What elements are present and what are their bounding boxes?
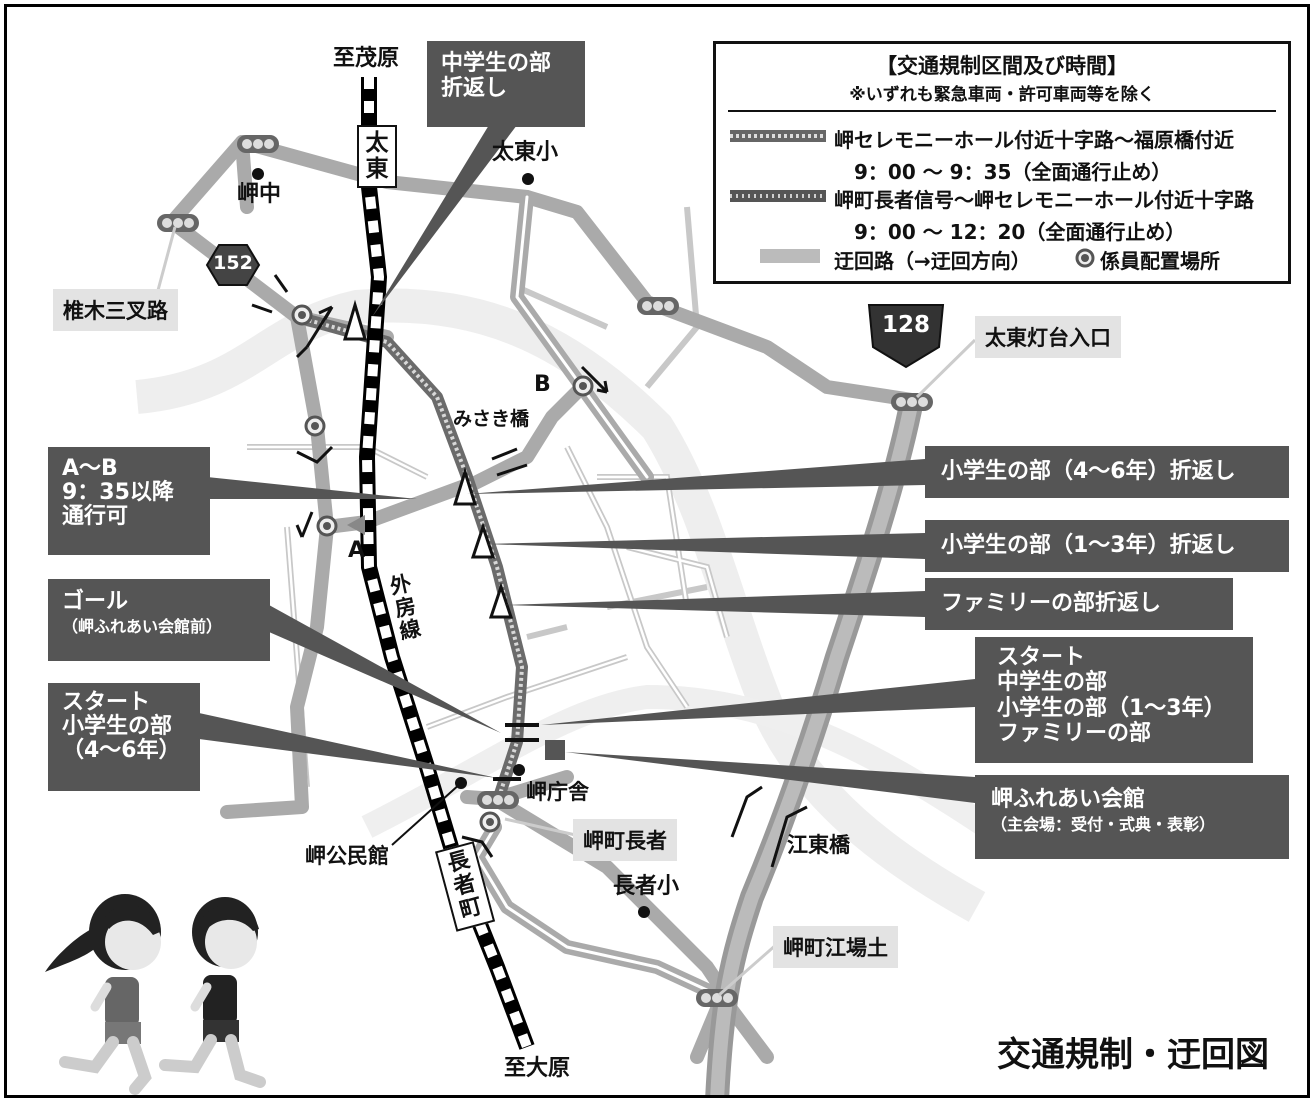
start-goal-lines <box>493 723 539 781</box>
route-152-shield <box>205 244 261 286</box>
elementary-46-turnaround-callout: 小学生の部（4〜6年）折返し <box>925 446 1289 498</box>
misaki-bridge-label: みさき橋 <box>453 408 530 430</box>
traffic-signals <box>157 135 933 1007</box>
legend-row2-time: 9：00 〜 12：20（全面通行止め） <box>854 220 1186 244</box>
mobara-label: 至茂原 <box>333 46 400 71</box>
start-main-callout: スタート 中学生の部 小学生の部（1〜3年） ファミリーの部 <box>975 637 1253 763</box>
ab-passable-callout: A〜B 9：35以降 通行可 <box>48 447 210 555</box>
callout-line: 小学生の部 <box>62 714 173 740</box>
traffic-regulation-legend: 【交通規制区間及び時間】 ※いずれも緊急車両・許可車両等を除く 岬セレモニーホー… <box>713 41 1291 284</box>
callout-line: ゴール <box>62 589 129 614</box>
detour-arrows <box>295 305 609 858</box>
elementary-13-turnaround-callout: 小学生の部（1〜3年）折返し <box>925 520 1289 572</box>
callout-line: （主会場：受付・式典・表彰） <box>991 815 1216 835</box>
route-152-label: 152 <box>213 252 253 274</box>
turnaround-markers <box>342 299 514 619</box>
choja-elementary-label: 長者小 <box>613 874 680 899</box>
callout-line: スタート <box>62 690 151 715</box>
shiiki-junction-label: 椎木三叉路 <box>53 289 178 331</box>
fureai-hall-callout: 岬ふれあい会館 （主会場：受付・式典・表彰） <box>975 775 1289 859</box>
legend-row1-label: 岬セレモニーホール付近十字路〜福原橋付近 <box>834 128 1234 152</box>
staff-marker-icon <box>1075 248 1095 268</box>
point-b-label: B <box>534 372 551 397</box>
runners-illustration <box>45 894 266 1095</box>
legend-title: 【交通規制区間及び時間】 <box>876 54 1128 78</box>
legend-detour-label: 迂回路（→迂回方向） <box>834 249 1031 273</box>
koto-bridge-label: 江東橋 <box>787 833 850 857</box>
taito-elementary-label: 太東小 <box>492 140 559 165</box>
legend-staff-label: 係員配置場所 <box>1100 249 1220 273</box>
community-hall-pointer <box>391 782 462 846</box>
misaki-office-label: 岬庁舎 <box>526 780 589 804</box>
callout-line: スタート <box>997 645 1086 670</box>
legend-line-section2-icon <box>730 190 826 202</box>
legend-note: ※いずれも緊急車両・許可車両等を除く <box>849 85 1155 105</box>
river-band-2 <box>361 684 994 838</box>
map-canvas <box>135 77 994 1095</box>
bridge-marks <box>251 274 808 868</box>
misaki-junior-high-label: 岬中 <box>237 182 282 207</box>
map-title: 交通規制・迂回図 <box>997 1035 1269 1075</box>
point-a-label: A <box>348 538 366 563</box>
main-roads-inner <box>475 195 724 999</box>
callout-line: 小学生の部（1〜3年） <box>997 695 1226 721</box>
point-a-arrow <box>347 515 365 535</box>
junior-turnaround-callout: 中学生の部 折返し <box>427 41 585 127</box>
fureai-hall-marker <box>545 740 565 760</box>
callout-line: ファミリーの部 <box>997 720 1152 746</box>
callout-line: （4〜6年） <box>62 738 181 764</box>
misaki-choja-label: 岬町長者 <box>573 819 677 861</box>
callout-line: 中学生の部 <box>441 51 552 76</box>
legend-line-section1-icon <box>730 130 826 142</box>
taito-lighthouse-label: 太東灯台入口 <box>975 316 1121 358</box>
route-128-shield <box>867 304 945 369</box>
legend-divider <box>728 110 1276 112</box>
restricted-course-1-dots <box>296 315 524 798</box>
staff-markers <box>291 304 594 833</box>
ohara-label: 至大原 <box>504 1056 571 1081</box>
route-128-road-edge <box>710 398 919 1095</box>
callout-line: 折返し <box>441 76 508 102</box>
callout-line: 中学生の部 <box>997 670 1108 696</box>
route-128-label: 128 <box>881 312 930 338</box>
family-turnaround-callout: ファミリーの部折返し <box>925 578 1233 630</box>
callout-line: A〜B <box>62 456 118 481</box>
facility-dots <box>252 168 650 918</box>
goal-callout: ゴール （岬ふれあい会館前） <box>48 579 270 661</box>
callout-pointers <box>199 125 975 803</box>
callout-line: 通行可 <box>62 504 129 530</box>
start-elementary-46-callout: スタート 小学生の部 （4〜6年） <box>48 683 200 791</box>
misaki-ebato-label: 岬町江場土 <box>773 926 898 968</box>
legend-detour-swatch <box>760 249 820 263</box>
legend-row2-label: 岬町長者信号〜岬セレモニーホール付近十字路 <box>834 188 1254 212</box>
runner-girl-icon <box>45 894 161 1095</box>
misaki-community-hall-label: 岬公民館 <box>305 844 389 868</box>
label-pointers <box>155 226 977 997</box>
taito-station-label: 太東 <box>357 125 397 188</box>
map-frame: 至茂原 至大原 太東 長者町 外房線 太東小 岬中 椎木三叉路 152 128 … <box>4 4 1310 1098</box>
callout-line: 岬ふれあい会館 <box>991 787 1146 812</box>
runner-boy-icon <box>159 897 266 1088</box>
callout-line: 9：35以降 <box>62 480 174 506</box>
legend-row1-time: 9：00 〜 9：35（全面通行止め） <box>854 160 1172 184</box>
callout-line: （岬ふれあい会館前） <box>62 617 223 637</box>
